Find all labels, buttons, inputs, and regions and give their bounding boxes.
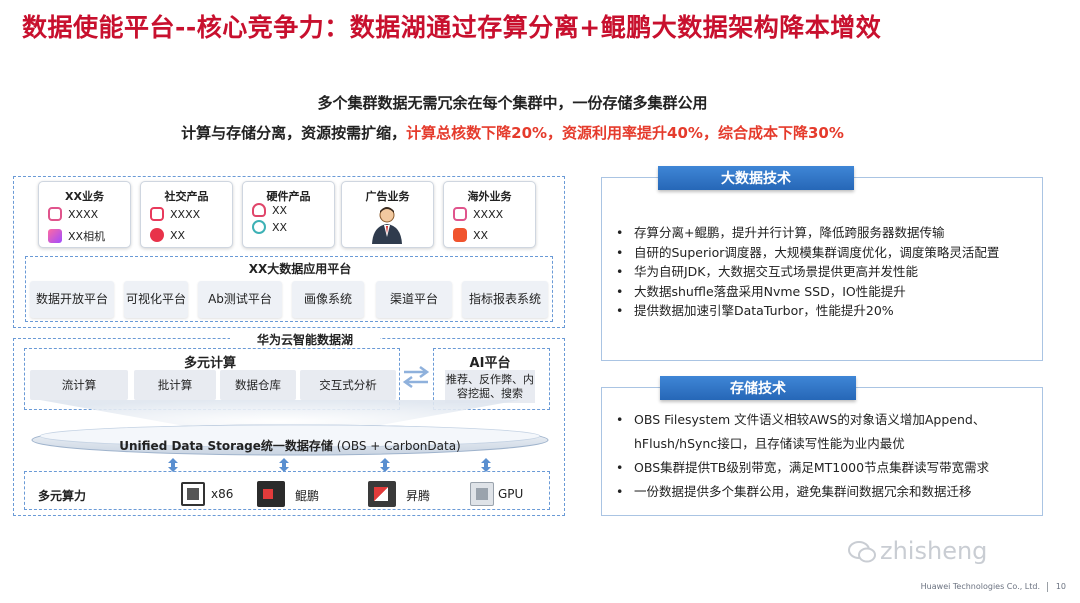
bidirectional-arrow-icon	[380, 458, 390, 472]
storage-tech-list: OBS Filesystem 文件语义相较AWS的对象语义增加Append、 hF…	[612, 408, 989, 504]
bidirectional-arrow-icon	[168, 458, 178, 472]
ascend-chip-icon	[368, 481, 396, 507]
overseas-app-icon-2	[453, 228, 467, 242]
xx-camera-app-icon	[48, 229, 62, 243]
business-item-label: XX	[170, 228, 186, 242]
business-card-item: XXXX	[150, 207, 200, 221]
multi-compute-title: 多元计算	[183, 356, 236, 371]
bigdata-tech-bullet: 自研的Superior调度器，大规模集群调度优化，调度策略灵活配置	[612, 243, 999, 263]
x86-chip-icon	[181, 482, 205, 506]
business-item-label: XXXX	[473, 207, 504, 221]
ai-platform-title: AI平台	[469, 356, 511, 371]
mp-app-icon	[150, 228, 164, 242]
gpu-chip-icon	[470, 482, 494, 506]
business-card-item: XX	[252, 203, 287, 217]
business-item-label: XX相机	[68, 230, 106, 243]
ai-platform-box	[433, 348, 550, 410]
storage-bullet-line: hFlush/hSync接口，且存储读写性能为业内最优	[634, 436, 905, 451]
page-title: 数据使能平台--核心竞争力：数据湖通过存算分离+鲲鹏大数据架构降本增效	[22, 13, 882, 42]
storage-disk-graphic	[31, 400, 549, 456]
bigdata-tech-list: 存算分离+鲲鹏，提升并行计算，降低跨服务器数据传输 自研的Superior调度器…	[612, 223, 999, 321]
subtitle-line-2-highlight: 计算总核数下降20%，资源利用率提升40%，综合成本下降30%	[406, 124, 844, 142]
business-item-label: XX	[272, 203, 288, 217]
app-platform-item: 指标报表系统	[462, 281, 548, 318]
overseas-app-icon	[453, 207, 467, 221]
business-card-item: XX	[150, 228, 185, 242]
hardware-icon	[252, 203, 266, 217]
business-card-item: XX	[453, 228, 488, 242]
business-card-header: 海外业务	[467, 190, 512, 203]
storage-bullet-line: 一份数据提供多个集群公用，避免集群间数据冗余和数据迁移	[634, 484, 972, 499]
business-card-header: 社交产品	[164, 190, 209, 203]
bigdata-tech-bullet: 存算分离+鲲鹏，提升并行计算，降低跨服务器数据传输	[612, 223, 999, 243]
subtitle-line-1: 多个集群数据无需冗余在每个集群中，一份存储多集群公用	[317, 94, 708, 112]
business-card-social: 社交产品 XXXX XX	[140, 181, 233, 248]
business-card-header: XX业务	[65, 190, 104, 203]
business-card-item: XXXX	[453, 207, 503, 221]
exchange-arrows-icon	[402, 365, 430, 389]
wechat-icon	[848, 541, 876, 563]
business-item-label: XX	[473, 228, 489, 242]
business-item-label: XX	[272, 220, 288, 234]
app-platform-item: Ab测试平台	[198, 281, 282, 318]
watermark-text: zhisheng	[880, 537, 988, 565]
business-apps-block	[13, 176, 565, 328]
camera-app-icon	[48, 207, 62, 221]
chip-label: 昇腾	[406, 489, 431, 503]
subtitle-line-2-normal: 计算与存储分离，资源按需扩缩，	[181, 124, 407, 142]
subtitle-line-2: 计算与存储分离，资源按需扩缩，计算总核数下降20%，资源利用率提升40%，综合成…	[0, 122, 1025, 143]
chip-label: 鲲鹏	[295, 489, 320, 503]
bidirectional-arrow-icon	[279, 458, 289, 472]
business-card-header: 硬件产品	[266, 190, 311, 203]
business-card-hardware: 硬件产品 XX XX	[242, 181, 335, 248]
app-platform-item: 渠道平台	[376, 281, 452, 318]
bigdata-tech-bullet: 提供数据加速引擎DataTurbor，性能提升20%	[612, 301, 999, 321]
kunpeng-chip-icon	[257, 481, 285, 507]
unified-storage-label: Unified Data Storage统一数据存储 (OBS + Carbon…	[60, 437, 520, 454]
footer-page-number: 10	[1055, 582, 1066, 591]
footer-company: Huawei Technologies Co., Ltd.	[920, 582, 1040, 591]
business-card-item: XXXX	[48, 207, 98, 221]
storage-tech-bullet: OBS Filesystem 文件语义相较AWS的对象语义增加Append、 hF…	[612, 408, 989, 456]
storage-tech-bullet: 一份数据提供多个集群公用，避免集群间数据冗余和数据迁移	[612, 480, 989, 504]
business-card-item: XX相机	[48, 228, 105, 244]
app-platform-box	[25, 256, 553, 322]
chip-label: x86	[211, 487, 234, 501]
compute-power-title: 多元算力	[38, 489, 87, 503]
bigdata-tech-bullet: 大数据shuffle落盘采用Nvme SSD，IO性能提升	[612, 282, 999, 302]
chip-label: GPU	[498, 487, 524, 501]
businessman-icon	[372, 207, 402, 244]
business-card-header: 广告业务	[365, 190, 410, 203]
storage-bullet-line: OBS Filesystem 文件语义相较AWS的对象语义增加Append、	[634, 412, 986, 427]
social-app-icon	[150, 207, 164, 221]
business-card-overseas: 海外业务 XXXX XX	[443, 181, 536, 248]
compute-power-box	[24, 471, 550, 510]
data-lake-title: 华为云智能数据湖	[230, 331, 380, 348]
compute-item: 流计算	[30, 370, 128, 400]
bidirectional-arrow-icon	[481, 458, 491, 472]
business-item-label: XXXX	[170, 207, 201, 221]
app-platform-item: 可视化平台	[124, 281, 188, 318]
ai-platform-text: 推荐、反作弊、内容挖掘、搜索	[445, 370, 535, 403]
storage-tech-bullet: OBS集群提供TB级别带宽，满足MT1000节点集群读写带宽需求	[612, 456, 989, 480]
bigdata-tech-bullet: 华为自研JDK，大数据交互式场景提供更高并发性能	[612, 262, 999, 282]
unified-storage-detail: (OBS + CarbonData)	[332, 439, 461, 453]
compute-item: 交互式分析	[300, 370, 396, 400]
bigdata-tech-title: 大数据技术	[658, 166, 854, 190]
business-card-ads: 广告业务	[341, 181, 434, 248]
business-card-item: XX	[252, 220, 287, 234]
app-platform-item: 画像系统	[292, 281, 364, 318]
business-card-xx: XX业务 XXXX XX相机	[38, 181, 131, 248]
app-platform-title: XX大数据应用平台	[248, 262, 352, 276]
unified-storage-name: Unified Data Storage统一数据存储	[119, 439, 333, 453]
storage-bullet-line: OBS集群提供TB级别带宽，满足MT1000节点集群读写带宽需求	[634, 460, 990, 475]
business-item-label: XXXX	[68, 207, 99, 221]
storage-tech-title: 存储技术	[660, 376, 856, 400]
compute-item: 批计算	[134, 370, 216, 400]
app-platform-item: 数据开放平台	[30, 281, 114, 318]
compute-item: 数据仓库	[220, 370, 296, 400]
footer-divider	[1047, 582, 1048, 592]
hardware-icon-2	[252, 220, 266, 234]
